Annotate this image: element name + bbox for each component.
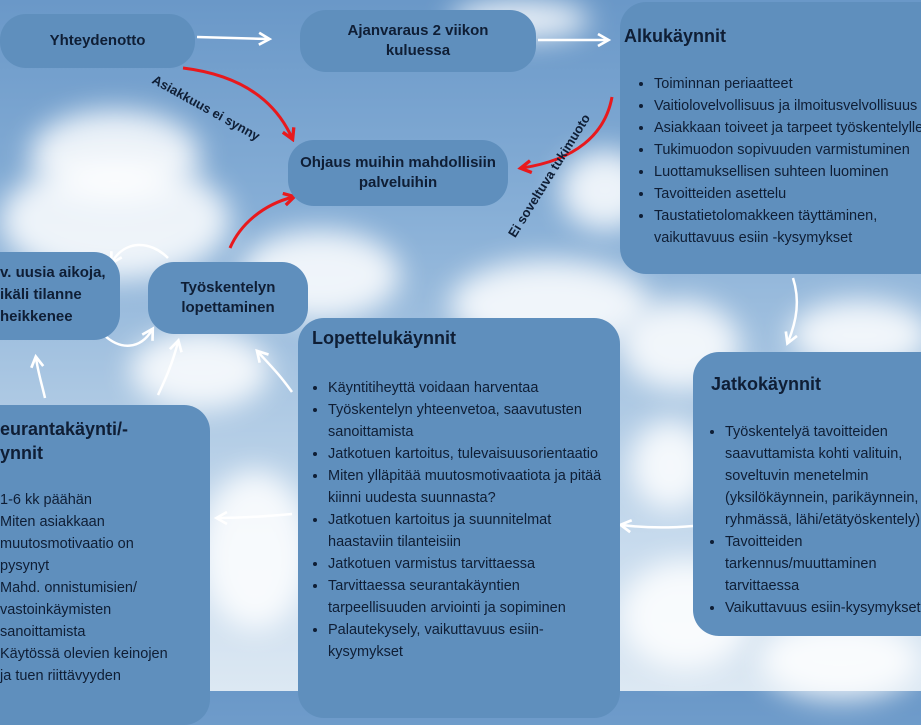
card-alkukaynnit: Alkukäynnit Toiminnan periaatteet Vaitio… [620,2,921,274]
card-lopettelukaynnit: Lopettelukäynnit Käyntitiheyttä voidaan … [298,318,620,718]
card-seuranta-list: 1-6 kk päähän Miten asiakkaan muutosmoti… [0,489,180,687]
arrow-lopettelu-seuranta [213,510,293,526]
list-item: Jatkotuen kartoitus, tulevaisuusorientaa… [328,443,602,465]
list-item: Tavoitteiden asettelu [654,183,921,205]
flow-arrows [30,31,799,534]
card-jatkokaynnit: Jatkokäynnit Työskentelyä tavoitteiden s… [693,352,921,636]
list-item: Mahd. onnistumisien/ vastoinkäymisten sa… [0,580,138,640]
arrow-red-ending-referral [228,197,293,249]
list-item: Vaitiolovelvollisuus ja ilmoitusvelvolli… [654,95,921,117]
list-item: Työskentelyä tavoitteiden saavuttamista … [725,421,921,531]
list-item: Toiminnan periaatteet [654,73,921,95]
list-item: Työskentelyn yhteenvetoa, saavutusten sa… [328,399,602,443]
node-contact: Yhteydenotto [0,14,195,68]
list-item: Asiakkaan toiveet ja tarpeet työskentely… [654,117,921,139]
arrow-contact-booking [196,31,273,46]
list-item: Taustatietolomakkeen täyttäminen, vaikut… [654,205,914,249]
card-lopettelukaynnit-title: Lopettelukäynnit [312,328,457,348]
list-item: Käyntitiheyttä voidaan harventaa [328,377,602,399]
list-item: Tarvittaessa seurantakäyntien tarpeellis… [328,575,602,619]
cloud [130,330,270,410]
node-booking-label: Ajanvaraus 2 viikon kuluessa [347,21,489,59]
cloud [200,470,310,630]
list-item: 1-6 kk päähän [0,492,92,508]
list-item: Palautekysely, vaikuttavuus esiin-kysymy… [328,619,602,663]
list-item: Miten asiakkaan muutosmotivaatio on pysy… [0,514,134,574]
node-ending-work: Työskentelyn lopettaminen [148,262,308,334]
node-new-times-label: v. uusia aikoja, ikäli tilanne heikkenee [0,264,106,325]
node-booking: Ajanvaraus 2 viikon kuluessa [300,10,536,72]
list-item: Vaikuttavuus esiin-kysymykset [725,597,921,619]
arrow-red-contact-referral [182,66,292,138]
arrow-seuranta-newtimes [30,353,47,399]
card-jatkokaynnit-title: Jatkokäynnit [711,374,822,394]
list-item: Jatkotuen varmistus tarvittaessa [328,553,602,575]
card-alkukaynnit-title: Alkukäynnit [624,26,727,46]
arrow-alku-jatko [784,277,799,346]
card-seuranta-title: eurantakäynti/- ynnit [0,419,129,463]
list-item: Luottamuksellisen suhteen luominen [654,161,921,183]
arrow-ending-newtimes [109,243,169,266]
arrow-newtimes-ending [103,326,155,347]
card-jatkokaynnit-list: Työskentelyä tavoitteiden saavuttamista … [711,421,921,619]
node-referral: Ohjaus muihin mahdollisiin palveluihin [288,140,508,206]
arrow-lopettelu-ending [255,348,294,393]
list-item: Tukimuodon sopivuuden varmistuminen [654,139,921,161]
arrow-red-alku-referral [522,96,614,168]
node-referral-label: Ohjaus muihin mahdollisiin palveluihin [300,153,496,191]
card-alkukaynnit-list: Toiminnan periaatteet Vaitiolovelvollisu… [624,73,921,249]
list-item: Käytössä olevien keinojen ja tuen riittä… [0,646,168,684]
card-seuranta: eurantakäynti/- ynnit 1-6 kk päähän Mite… [0,405,210,725]
node-contact-label: Yhteydenotto [49,31,146,49]
node-ending-work-label: Työskentelyn lopettaminen [180,278,276,316]
node-new-times: v. uusia aikoja, ikäli tilanne heikkenee [0,252,120,340]
list-item: Jatkotuen kartoitus ja suunnitelmat haas… [328,509,602,553]
list-item: Miten ylläpitää muutosmotivaatiota ja pi… [328,465,602,509]
arrow-jatko-lopettelu [617,518,694,534]
arrow-seuranta-ending [156,337,183,396]
card-lopettelukaynnit-list: Käyntitiheyttä voidaan harventaa Työsken… [312,377,602,663]
list-item: Tavoitteiden tarkennus/muuttaminen tarvi… [725,531,921,597]
